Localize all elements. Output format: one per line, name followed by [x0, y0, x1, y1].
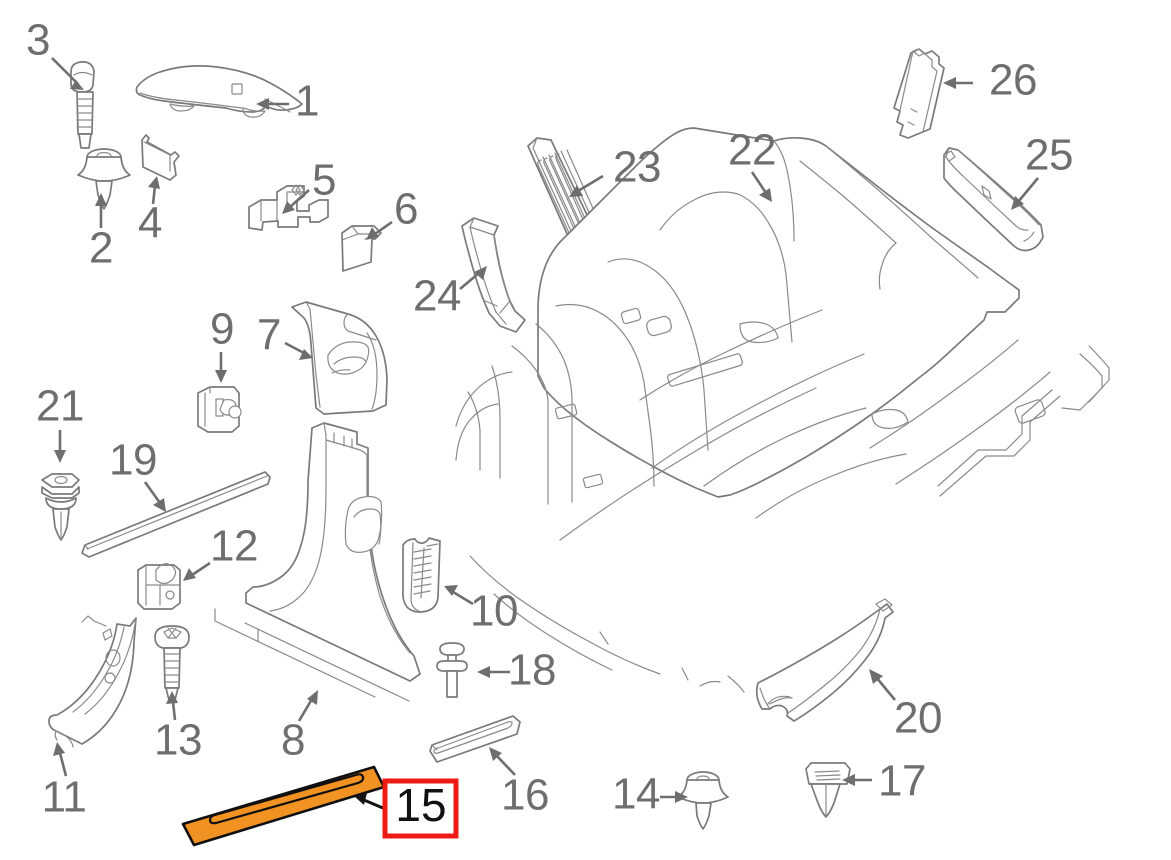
callout-label-25: 25: [1025, 131, 1073, 180]
callout-label-10: 10: [470, 587, 518, 636]
callout-label-15: 15: [395, 779, 446, 831]
callout-label-18: 18: [508, 646, 556, 695]
callout-leader-23: [569, 174, 604, 197]
callout-label-14: 14: [612, 770, 660, 819]
callout-leader-16: [489, 747, 516, 776]
callout-leader-26: [943, 77, 973, 89]
callout-leader-1: [256, 98, 289, 110]
callout-leader-19: [143, 481, 166, 512]
callout-leader-8: [297, 690, 318, 722]
callout-label-22: 22: [728, 126, 776, 175]
callout-leader-22: [750, 171, 772, 202]
callout-leader-20: [869, 669, 897, 701]
callout-label-23: 23: [613, 143, 661, 192]
part-trim-fastener-block: [197, 386, 242, 433]
part-expanding-rivet: [77, 148, 131, 210]
callout-label-20: 20: [894, 694, 942, 743]
callout-label-17: 17: [878, 757, 926, 806]
part-c-pillar-trim-strip: [943, 147, 1044, 252]
callout-label-4: 4: [138, 199, 162, 248]
callout-leader-21: [54, 430, 66, 463]
part-seat-belt-guide-cover: [402, 537, 441, 613]
callout-leader-2: [95, 193, 107, 228]
callout-leader-3: [51, 57, 84, 90]
part-clip-bracket: [141, 134, 180, 181]
part-a-pillar-trim-lower: [48, 615, 137, 748]
callout-leader-17: [842, 774, 872, 786]
part-push-pin-rivet: [436, 642, 468, 698]
selected-part-highlight-box: [382, 778, 459, 839]
callout-label-24: 24: [413, 272, 461, 321]
callout-leader-9: [215, 352, 227, 383]
callout-label-19: 19: [109, 436, 157, 485]
part-rear-quarter-trim: [755, 598, 894, 722]
callout-label-26: 26: [989, 56, 1037, 105]
callout-leader-14: [660, 791, 688, 803]
callout-label-3: 3: [26, 16, 50, 65]
callout-label-6: 6: [394, 185, 418, 234]
callout-label-21: 21: [36, 382, 84, 431]
callout-leader-25: [1011, 177, 1039, 210]
part-a-pillar-trim-upper: [135, 65, 303, 118]
callout-leader-6: [366, 220, 393, 240]
callout-leader-12: [183, 561, 211, 581]
callout-leader-13: [166, 691, 178, 721]
part-expanding-rivet-floor: [677, 771, 729, 830]
callout-leader-7: [284, 341, 313, 360]
part-floor-mat-stud: [41, 473, 80, 541]
part-trim-clip-flat: [805, 762, 851, 818]
callout-leader-5: [282, 189, 310, 214]
part-floor-carpet-assembly: [455, 127, 1110, 693]
part-door-sill-trim-highlighted: [181, 765, 386, 847]
callout-label-1: 1: [295, 77, 319, 126]
part-kick-panel-trim: [461, 217, 526, 333]
callout-label-7: 7: [257, 311, 281, 360]
part-b-pillar-trim-upper: [291, 301, 388, 415]
callout-label-5: 5: [312, 156, 336, 205]
callout-leader-24: [459, 266, 487, 290]
callout-label-2: 2: [89, 224, 113, 273]
callout-label-12: 12: [210, 522, 258, 571]
callout-leader-18: [477, 666, 510, 678]
callout-label-8: 8: [281, 716, 305, 765]
part-hex-bolt: [70, 61, 95, 149]
callout-label-16: 16: [501, 771, 549, 820]
callout-label-9: 9: [210, 305, 234, 354]
callout-leader-10: [444, 585, 474, 606]
callout-label-13: 13: [154, 716, 202, 765]
part-pan-head-screw: [154, 625, 190, 701]
callout-label-11: 11: [42, 773, 87, 822]
callout-leader-15: [354, 793, 384, 810]
part-mounting-clip: [137, 563, 181, 610]
part-rear-door-sill-trim: [429, 715, 521, 763]
callout-leader-11: [53, 742, 68, 777]
part-control-module-cover: [893, 48, 945, 139]
callout-leader-4: [148, 176, 160, 205]
part-trim-strip: [81, 471, 271, 558]
part-b-pillar-trim-lower: [214, 422, 421, 702]
